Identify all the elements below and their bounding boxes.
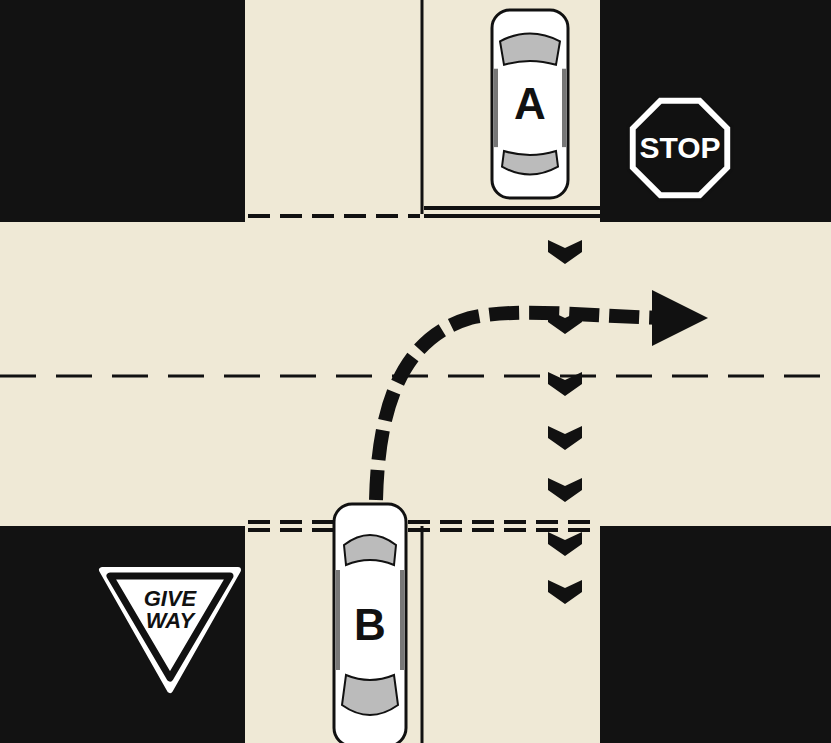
chevron: [548, 580, 582, 604]
corner-block: [600, 0, 831, 222]
corner-block: [0, 526, 245, 743]
stop-sign: STOP: [622, 90, 738, 206]
corner-block: [600, 526, 831, 743]
car-b: B: [330, 500, 410, 743]
give-way-line: [248, 528, 600, 532]
dashed-line: [248, 214, 420, 218]
stop-line: [424, 214, 600, 218]
give-way-line: [248, 520, 600, 524]
straight-arrow: [548, 240, 582, 604]
car-a: A: [488, 6, 572, 202]
chevron: [548, 532, 582, 556]
stop-line: [424, 206, 600, 210]
chevron: [548, 426, 582, 450]
lane-line: [421, 526, 424, 743]
corner-block: [0, 0, 245, 222]
lane-line: [421, 0, 424, 214]
sign-text: STOP: [639, 133, 720, 163]
chevron: [548, 240, 582, 264]
chevron: [548, 478, 582, 502]
sign-text: GIVE WAY: [139, 588, 201, 632]
turn-arrow: [376, 313, 680, 500]
car-letter: A: [508, 80, 552, 128]
centre-line: [0, 375, 831, 378]
chevron: [548, 372, 582, 396]
car-letter: B: [348, 601, 392, 649]
give-way-sign: GIVE WAY: [98, 566, 242, 694]
